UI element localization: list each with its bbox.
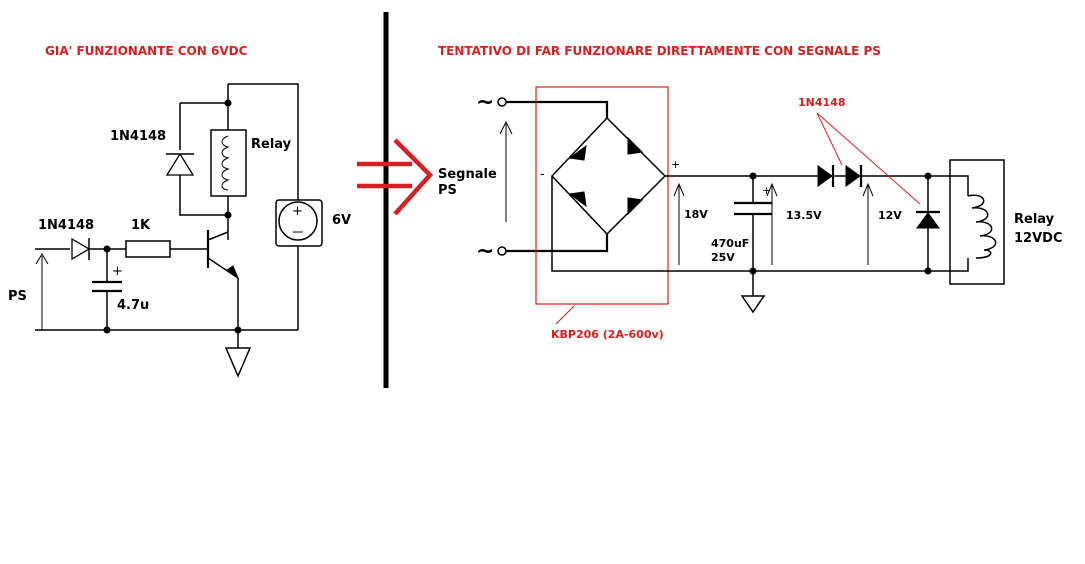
cap-plus: + bbox=[112, 264, 123, 279]
ac-symbol-top: ~ bbox=[476, 90, 494, 115]
bridge-label-pointer bbox=[555, 305, 575, 325]
series-diode-2-icon bbox=[845, 165, 861, 187]
cap470-value: 470uF bbox=[711, 237, 749, 250]
bridge-diode-3-icon bbox=[568, 191, 587, 208]
relay-coil-icon bbox=[221, 135, 230, 191]
flyback-right-diode-icon bbox=[916, 212, 940, 229]
bridge-minus: - bbox=[540, 167, 545, 182]
ac-terminal-top bbox=[497, 97, 507, 107]
wire-ac-top bbox=[506, 100, 609, 118]
relay-label: Relay bbox=[251, 137, 292, 152]
cap-label: 4.7u bbox=[117, 298, 149, 313]
diodes-pointer-2 bbox=[816, 112, 921, 205]
junction-cap470-top bbox=[749, 172, 757, 180]
series-diode-1-icon bbox=[817, 165, 833, 187]
relay-12v-coil-icon bbox=[967, 194, 997, 259]
voltage-relay: 12V bbox=[878, 209, 902, 222]
ground-icon-right bbox=[740, 295, 766, 314]
supply-source-icon bbox=[278, 201, 318, 241]
right-circuit: TENTATIVO DI FAR FUNZIONARE DIRETTAMENTE… bbox=[438, 44, 1062, 341]
relay12-label-line1: Relay bbox=[1014, 212, 1055, 227]
junction-top bbox=[224, 99, 232, 107]
transistor-arrow-icon bbox=[226, 265, 240, 280]
left-title: GIA' FUNZIONANTE CON 6VDC bbox=[45, 44, 248, 58]
junction-relay-bottom bbox=[224, 211, 232, 219]
bridge-diode-4-icon bbox=[627, 197, 644, 216]
arrow-icon bbox=[357, 138, 434, 216]
wire-top-supply bbox=[228, 83, 299, 200]
voltage-arrow-18v-head-icon bbox=[673, 182, 685, 197]
wire-diode-bottom bbox=[179, 175, 228, 216]
relay12-label-line2: 12VDC bbox=[1014, 231, 1062, 246]
bridge-label: KBP206 (2A-600v) bbox=[551, 328, 664, 341]
signal-label-line2: PS bbox=[438, 183, 457, 198]
input-diode-label: 1N4148 bbox=[38, 218, 94, 233]
signal-label-line1: Segnale bbox=[438, 167, 497, 182]
left-circuit: GIA' FUNZIONANTE CON 6VDC 1N4148 Relay +… bbox=[8, 44, 351, 378]
wire-relay12-top bbox=[928, 175, 969, 196]
voltage-arrow-12v-head-icon bbox=[862, 182, 874, 197]
input-label: PS bbox=[8, 289, 27, 304]
series-diodes-label: 1N4148 bbox=[798, 96, 845, 109]
junction-cap-ground bbox=[103, 326, 111, 334]
bridge-highlight-box bbox=[535, 86, 669, 305]
supply-plus: + bbox=[292, 204, 303, 219]
ac-terminal-bottom bbox=[497, 246, 507, 256]
voltage-bridge: 18V bbox=[684, 208, 708, 221]
input-arrow-head-icon bbox=[35, 253, 49, 265]
junction-cap470-bottom bbox=[749, 267, 757, 275]
voltage-arrow-13v-head-icon bbox=[766, 182, 778, 197]
flyback-diode-icon bbox=[165, 152, 195, 176]
resistor-icon bbox=[125, 240, 171, 258]
cap470-plus: + bbox=[762, 184, 771, 197]
diodes-pointer-1 bbox=[816, 112, 843, 166]
relay-12v-box bbox=[949, 159, 1005, 285]
bridge-diode-2-icon bbox=[627, 136, 644, 155]
wire-bottom-rail bbox=[551, 176, 928, 272]
flyback-diode-label: 1N4148 bbox=[110, 129, 166, 144]
supply-label: 6V bbox=[332, 213, 351, 228]
cap470-voltage: 25V bbox=[711, 251, 735, 264]
right-title: TENTATIVO DI FAR FUNZIONARE DIRETTAMENTE… bbox=[438, 44, 881, 58]
ac-voltage-arrow-head-icon bbox=[499, 120, 513, 135]
voltage-cap: 13.5V bbox=[786, 209, 822, 222]
relay-coil-box bbox=[210, 129, 247, 197]
ac-symbol-bottom: ~ bbox=[476, 239, 494, 264]
supply-box bbox=[275, 199, 323, 247]
bridge-plus: + bbox=[671, 158, 680, 171]
transistor-collector bbox=[207, 231, 229, 241]
wire-ac-bottom bbox=[506, 234, 609, 253]
wire-relay12-bottom bbox=[928, 258, 969, 272]
bridge-diode-1-icon bbox=[568, 144, 587, 161]
bridge-diamond bbox=[550, 116, 667, 236]
ground-icon bbox=[224, 347, 252, 378]
input-diode-icon bbox=[71, 237, 91, 261]
resistor-label: 1K bbox=[131, 218, 151, 233]
